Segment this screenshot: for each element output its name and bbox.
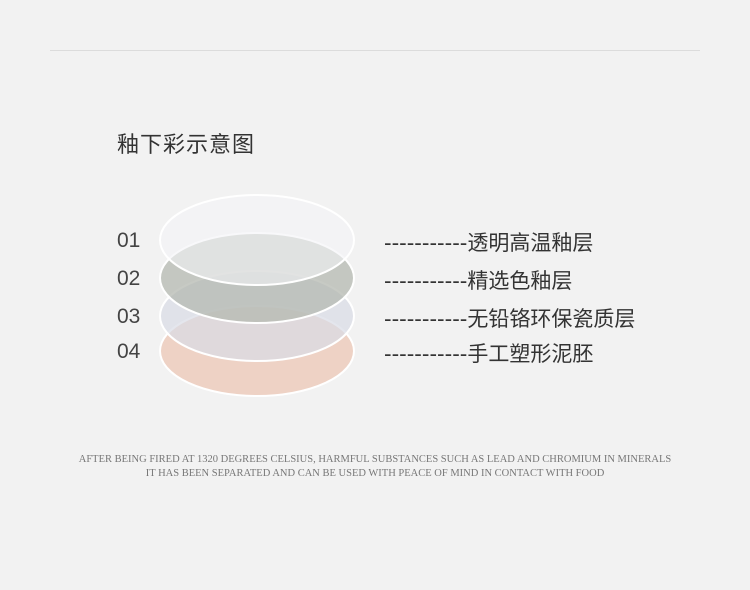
- layer-label: -----------手工塑形泥胚: [384, 342, 594, 366]
- layer-label: -----------无铅铬环保瓷质层: [384, 307, 636, 331]
- layer-label: -----------透明高温釉层: [384, 231, 594, 255]
- layer-number: 02: [117, 267, 141, 290]
- footer-line-1: AFTER BEING FIRED AT 1320 DEGREES CELSIU…: [78, 454, 672, 465]
- layer-number: 01: [117, 229, 141, 252]
- footer-line-2: IT HAS BEEN SEPARATED AND CAN BE USED WI…: [145, 468, 605, 479]
- diagram-title: 釉下彩示意图: [117, 133, 256, 158]
- layer-ellipse-clear-glaze: [159, 194, 355, 286]
- layer-label: -----------精选色釉层: [384, 269, 573, 293]
- layer-number: 04: [117, 340, 141, 363]
- layer-number: 03: [117, 305, 141, 328]
- top-divider: [50, 50, 700, 51]
